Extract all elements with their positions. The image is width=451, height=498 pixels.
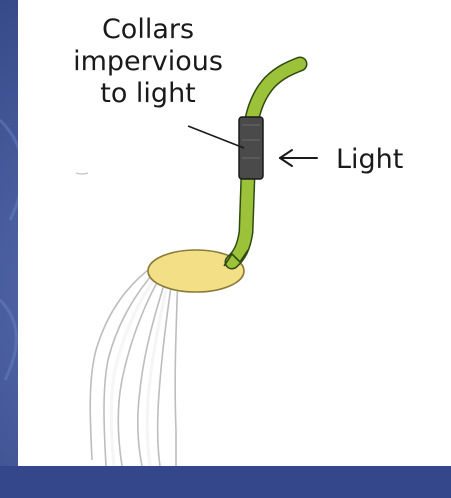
light-label: Light xyxy=(336,144,403,176)
collar-leader-line xyxy=(188,126,244,148)
arrow-left-icon xyxy=(280,150,317,166)
collars-label-line: to light xyxy=(63,78,233,110)
diagram-panel: Collars impervious to light Light xyxy=(18,0,451,466)
collars-label: Collars impervious to light xyxy=(63,14,233,110)
collars-label-line: impervious xyxy=(63,46,233,78)
collars-label-line: Collars xyxy=(63,14,233,46)
